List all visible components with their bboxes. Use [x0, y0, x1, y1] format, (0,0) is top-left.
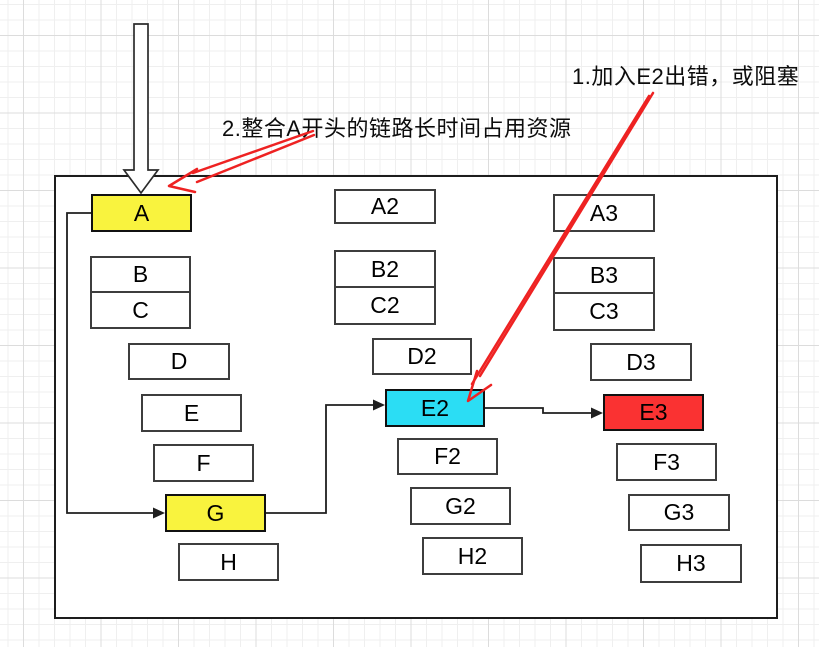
- node-C3[interactable]: C3: [553, 292, 655, 331]
- node-label-D2: D2: [407, 343, 437, 369]
- node-F3[interactable]: F3: [616, 443, 717, 481]
- node-label-C2: C2: [370, 292, 400, 318]
- node-G2[interactable]: G2: [410, 487, 511, 525]
- node-label-E: E: [183, 399, 200, 426]
- node-E2[interactable]: E2: [385, 389, 485, 427]
- node-A2[interactable]: A2: [334, 189, 436, 224]
- node-label-G2: G2: [445, 492, 476, 519]
- node-E[interactable]: E: [141, 394, 242, 432]
- node-C[interactable]: C: [90, 291, 191, 329]
- node-label-H2: H2: [457, 542, 488, 569]
- node-label-C3: C3: [589, 298, 619, 324]
- node-label-B3: B3: [589, 262, 619, 288]
- node-label-F3: F3: [653, 448, 680, 475]
- node-label-F2: F2: [434, 443, 461, 469]
- node-label-H: H: [220, 548, 237, 575]
- node-label-D: D: [170, 348, 188, 374]
- node-B3[interactable]: B3: [553, 257, 655, 294]
- node-A[interactable]: A: [91, 194, 192, 232]
- node-D3[interactable]: D3: [590, 343, 692, 381]
- node-F2[interactable]: F2: [397, 438, 498, 475]
- node-label-D3: D3: [626, 348, 656, 375]
- node-label-C: C: [132, 296, 149, 323]
- node-G3[interactable]: G3: [628, 494, 730, 531]
- node-D2[interactable]: D2: [372, 338, 472, 375]
- node-B2[interactable]: B2: [334, 250, 436, 288]
- node-label-E2: E2: [420, 394, 450, 421]
- entry-arrow[interactable]: [122, 23, 160, 195]
- node-D[interactable]: D: [128, 343, 230, 380]
- annotation-note-2[interactable]: 2.整合A开头的链路长时间占用资源: [222, 116, 572, 141]
- node-H2[interactable]: H2: [422, 537, 523, 575]
- node-label-G3: G3: [663, 499, 695, 525]
- node-label-F: F: [196, 449, 211, 476]
- node-label-B: B: [132, 261, 149, 287]
- node-G[interactable]: G: [165, 494, 266, 532]
- node-E3[interactable]: E3: [603, 394, 704, 431]
- node-label-A3: A3: [589, 199, 619, 226]
- node-label-A2: A2: [370, 193, 400, 219]
- node-label-B2: B2: [370, 255, 400, 282]
- node-label-A: A: [133, 199, 150, 226]
- node-label-E3: E3: [639, 399, 668, 425]
- node-C2[interactable]: C2: [334, 286, 436, 325]
- node-H[interactable]: H: [178, 543, 279, 581]
- node-B[interactable]: B: [90, 256, 191, 293]
- node-label-H3: H3: [676, 550, 706, 576]
- node-label-G: G: [206, 499, 225, 526]
- node-H3[interactable]: H3: [640, 544, 742, 583]
- node-F[interactable]: F: [153, 444, 254, 482]
- node-A3[interactable]: A3: [553, 194, 655, 232]
- annotation-note-1[interactable]: 1.加入E2出错，或阻塞: [572, 64, 800, 89]
